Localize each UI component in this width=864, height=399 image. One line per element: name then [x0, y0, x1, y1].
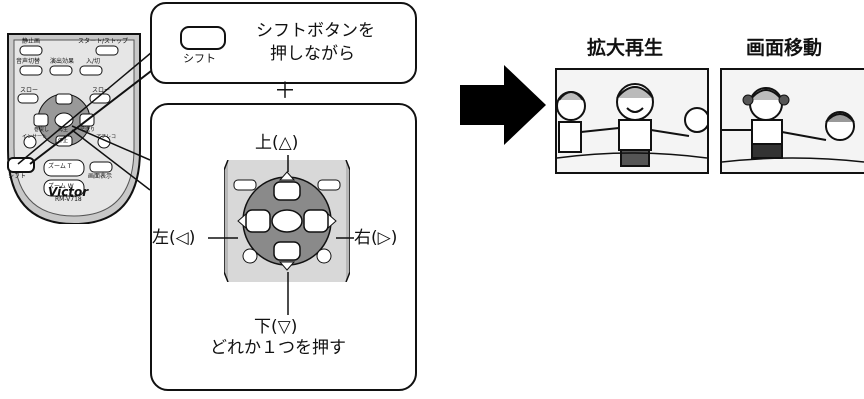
- plus-sign: ＋: [274, 79, 297, 104]
- zoom-playback-image: [555, 68, 709, 174]
- remote-label-audio: 音声切替: [16, 58, 41, 65]
- callout-instruction-line1: シフトボタンを: [256, 21, 375, 41]
- screen-move-image: [720, 68, 864, 174]
- remote-label-dub: アフレコ: [96, 134, 117, 140]
- remote-label-display: 画面表示: [88, 173, 113, 180]
- direction-left-label: 左(◁): [152, 228, 196, 248]
- dpad-closeup-illustration: [224, 160, 350, 282]
- remote-label-stop: 停止: [58, 138, 69, 144]
- remote-label-still: 静止画: [22, 38, 41, 45]
- remote-label-zoom-w: ズーム W: [48, 183, 74, 190]
- remote-label-play: 再生: [58, 127, 69, 133]
- zoom-playback-title: 拡大再生: [587, 37, 664, 59]
- remote-label-insert: インサート: [22, 134, 48, 140]
- remote-label-rewind: 巻戻し: [34, 127, 50, 133]
- screen-move-title: 画面移動: [746, 37, 823, 59]
- remote-brand: Victor: [48, 185, 89, 199]
- remote-label-slow-right: スロー: [92, 87, 111, 94]
- remote-label-start-stop: スタート/ストップ: [78, 38, 129, 45]
- shift-key-label: シフト: [183, 52, 216, 65]
- remote-label-effect: 演出効果: [50, 58, 75, 65]
- direction-up-label: 上(△): [255, 133, 299, 153]
- shift-key-icon: [180, 26, 226, 50]
- remote-label-power: 入/切: [86, 58, 101, 65]
- remote-model: RM-V718: [55, 196, 82, 203]
- result-arrow-icon: [460, 65, 546, 145]
- callout-instruction-line2: 押しながら: [270, 44, 355, 64]
- remote-label-shift: シフト: [8, 173, 27, 180]
- direction-right-label: 右(▷): [354, 228, 398, 248]
- direction-note: どれか１つを押す: [210, 338, 346, 358]
- remote-label-zoom-t: ズーム T: [48, 163, 72, 170]
- remote-label-ff: 早送り: [80, 127, 96, 133]
- remote-label-slow-left: スロー: [20, 87, 39, 94]
- direction-down-label: 下(▽): [254, 317, 298, 337]
